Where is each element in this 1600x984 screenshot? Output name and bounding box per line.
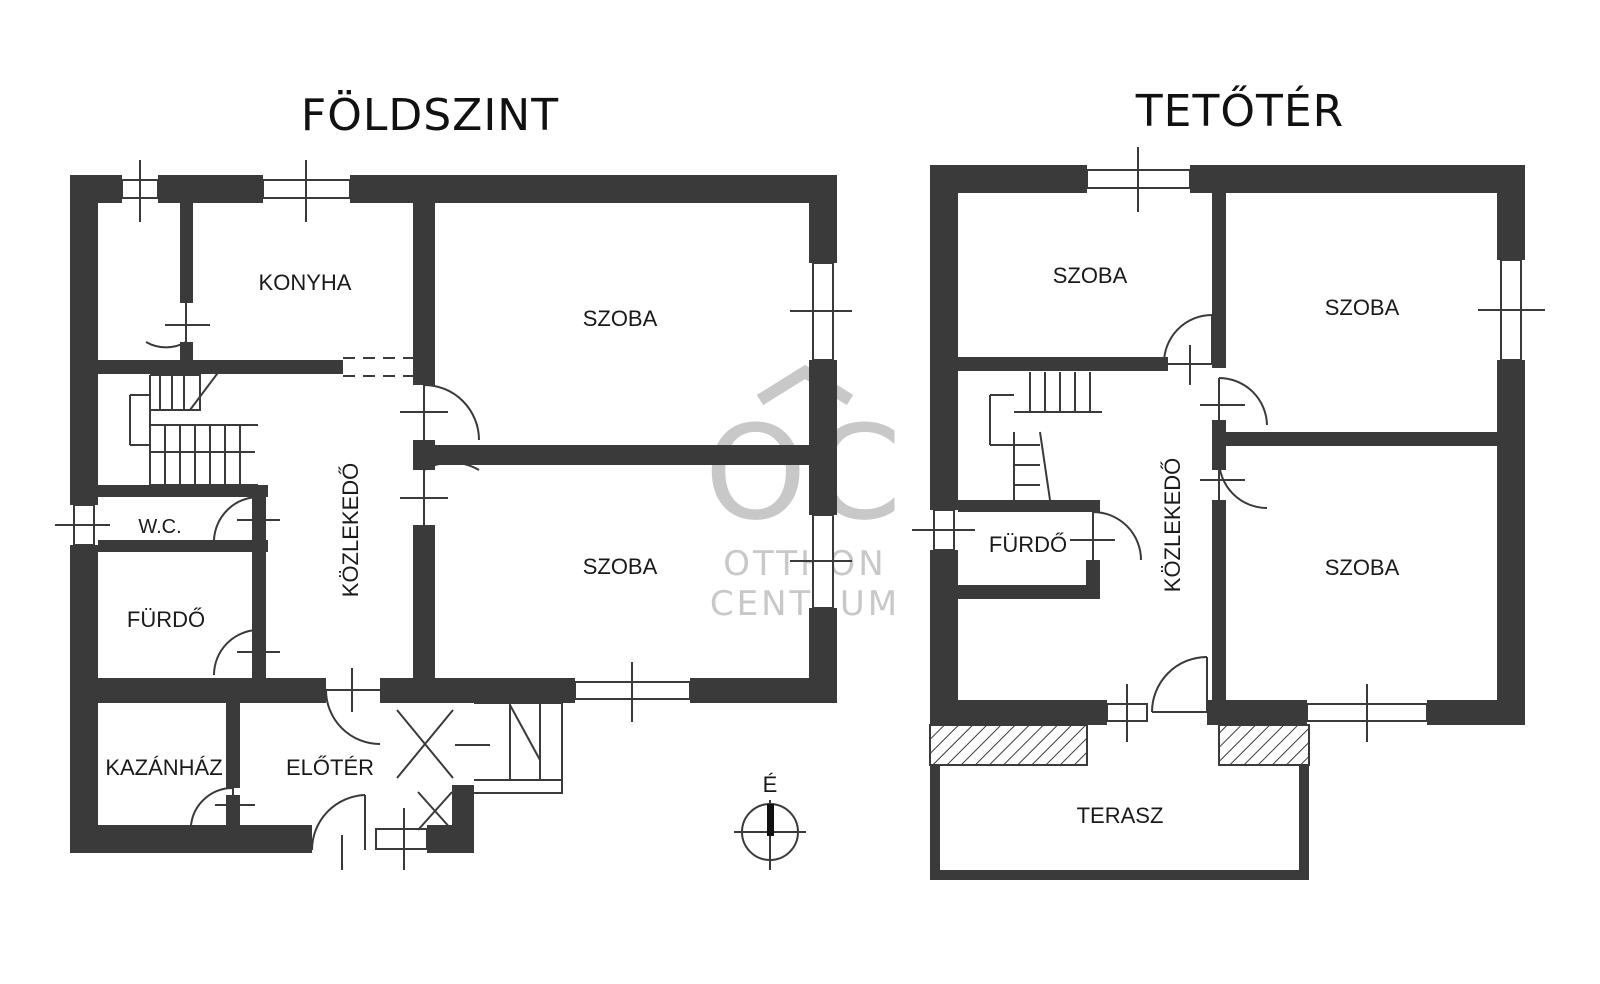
attic-door-room-tr <box>1200 377 1268 426</box>
attic-doors <box>1070 314 1268 713</box>
ground-door-entry <box>311 794 366 870</box>
attic-window-east <box>1478 259 1545 361</box>
attic-stairs <box>989 372 1102 501</box>
north-arrow: É <box>734 772 806 870</box>
watermark-line1: OTTHON <box>723 544 886 584</box>
attic-terrace-hatch-left <box>929 724 1088 766</box>
attic-room-furdo: FÜRDŐ <box>989 532 1067 557</box>
ground-floor-plan: KONYHA SZOBA SZOBA W.C. FÜRDŐ KÖZLEKEDŐ … <box>55 160 852 870</box>
ground-room-szoba-bottom: SZOBA <box>583 554 658 579</box>
attic-window-bath <box>912 509 975 551</box>
attic-room-szoba-bottom-right: SZOBA <box>1325 555 1400 580</box>
ground-window-room-top <box>790 262 852 361</box>
compass-needle-icon <box>767 804 774 836</box>
ground-door-hall <box>325 668 381 745</box>
attic-exterior-walls <box>930 165 1525 725</box>
ground-room-konyha: KONYHA <box>259 270 352 295</box>
attic-room-kozlekedo: KÖZLEKEDŐ <box>1160 458 1185 592</box>
attic-door-terrace <box>1151 656 1208 713</box>
attic-window-south-hall <box>1106 684 1148 742</box>
watermark-line2: CENTRUM <box>710 584 900 624</box>
attic-floor-title: TETŐTÉR <box>1135 84 1344 137</box>
ground-door-room-top <box>400 384 480 441</box>
ground-door-room-bottom <box>400 461 480 525</box>
ground-doors <box>145 303 480 870</box>
ground-door-boiler <box>190 786 255 826</box>
ground-window-south <box>574 662 691 722</box>
ground-room-szoba-top: SZOBA <box>583 306 658 331</box>
ground-exterior-walls <box>70 175 837 853</box>
ground-room-furdo: FÜRDŐ <box>127 607 205 632</box>
attic-interior-walls <box>958 193 1497 700</box>
attic-window-south-room <box>1306 684 1428 742</box>
attic-windows <box>912 147 1545 742</box>
ground-entry-steps <box>396 702 563 831</box>
ground-room-kazanhaz: KAZÁNHÁZ <box>105 755 222 780</box>
attic-door-room-tl <box>1162 314 1213 385</box>
ground-stairs <box>129 369 258 486</box>
attic-door-room-br <box>1200 459 1268 509</box>
attic-terrace <box>929 724 1310 880</box>
ground-room-eloter: ELŐTÉR <box>286 755 374 780</box>
attic-terrace-hatch-right <box>1218 724 1310 766</box>
attic-room-szoba-top-left: SZOBA <box>1053 263 1128 288</box>
ground-window-kitchen <box>262 160 351 222</box>
watermark: OC OTTHON CENTRUM <box>704 364 905 624</box>
ground-windows <box>55 160 852 870</box>
ground-interior-walls <box>98 203 809 825</box>
ground-window-wc <box>55 504 110 546</box>
ground-room-kozlekedo: KÖZLEKEDŐ <box>338 463 363 597</box>
ground-window-room-bottom <box>790 514 852 609</box>
attic-plan: SZOBA SZOBA SZOBA FÜRDŐ KÖZLEKEDŐ TERASZ <box>912 147 1545 880</box>
attic-window-north <box>1086 147 1191 212</box>
attic-room-terasz: TERASZ <box>1077 803 1164 828</box>
attic-door-bath <box>1070 511 1142 561</box>
ground-door-wc <box>213 495 280 541</box>
ground-window-pantry <box>121 160 159 222</box>
ground-door-pantry <box>145 303 210 349</box>
attic-room-szoba-top-right: SZOBA <box>1325 295 1400 320</box>
compass-label: É <box>763 772 778 797</box>
watermark-monogram: OC <box>704 397 905 549</box>
ground-room-wc: W.C. <box>138 516 181 538</box>
ground-floor-title: FÖLDSZINT <box>301 89 559 141</box>
ground-window-entry <box>375 808 428 870</box>
ground-door-bath <box>213 629 280 676</box>
